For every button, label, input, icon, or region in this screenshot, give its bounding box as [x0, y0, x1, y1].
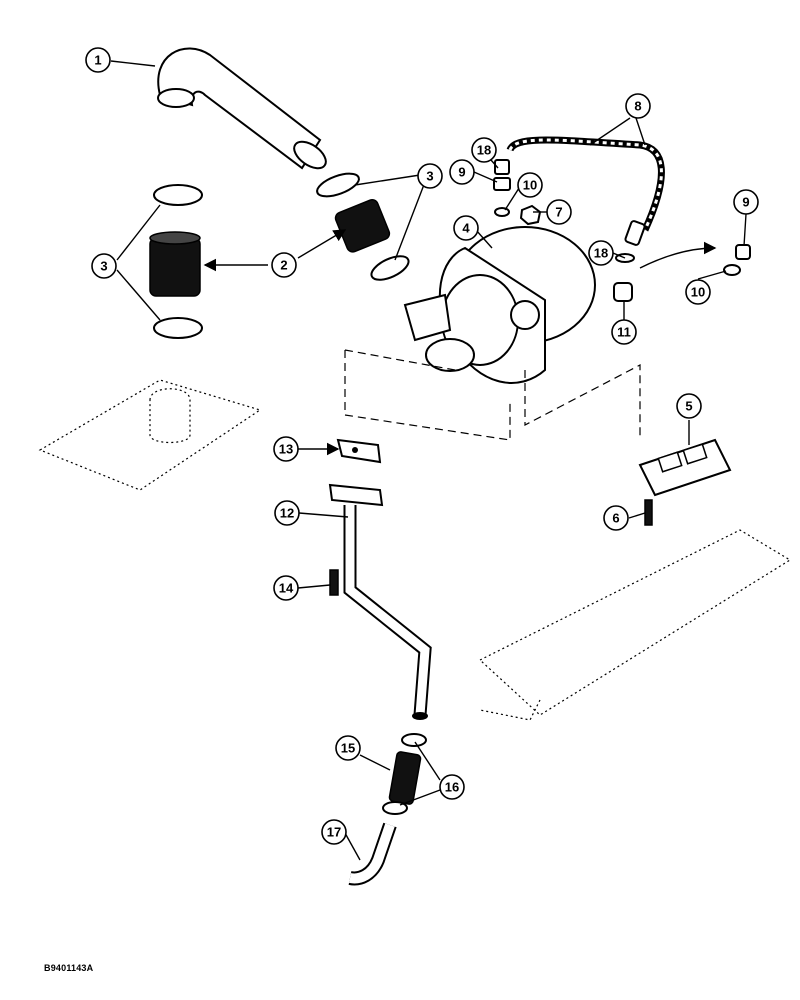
svg-text:6: 6 — [612, 511, 619, 526]
part-8-oil-supply-line — [506, 136, 665, 246]
svg-text:16: 16 — [445, 780, 459, 795]
svg-text:15: 15 — [341, 741, 355, 756]
part-1-intake-elbow — [157, 47, 327, 170]
assembly-guides — [344, 349, 641, 441]
part-17-elbow — [348, 822, 397, 886]
svg-text:8: 8 — [634, 99, 641, 114]
callout-13: 13 — [273, 436, 299, 462]
svg-text:5: 5 — [685, 399, 692, 414]
svg-text:18: 18 — [477, 143, 491, 158]
callout-8: 8 — [625, 93, 651, 119]
callout-15: 15 — [335, 735, 361, 761]
callout-10-right: 10 — [685, 279, 711, 305]
callout-17: 17 — [321, 819, 347, 845]
svg-text:9: 9 — [742, 195, 749, 210]
callout-18-right: 18 — [588, 240, 614, 266]
engine-block-outline — [38, 379, 262, 491]
callout-16: 16 — [439, 774, 465, 800]
part-2-hose-small — [334, 198, 391, 253]
callout-3-left: 3 — [91, 253, 117, 279]
exhaust-manifold-outline — [478, 529, 792, 721]
svg-text:7: 7 — [555, 205, 562, 220]
callout-4: 4 — [453, 215, 479, 241]
part-14-bolt — [329, 569, 339, 596]
svg-text:18: 18 — [594, 246, 608, 261]
svg-text:17: 17 — [327, 825, 341, 840]
part-4-turbocharger — [403, 226, 596, 384]
part-12-drain-tube — [328, 483, 432, 720]
callout-12: 12 — [274, 500, 300, 526]
callout-10-left: 10 — [517, 172, 543, 198]
callout-6: 6 — [603, 505, 629, 531]
svg-text:4: 4 — [462, 221, 470, 236]
callout-1: 1 — [85, 47, 111, 73]
callout-3-right: 3 — [417, 163, 443, 189]
part-5-gasket — [638, 438, 732, 497]
svg-text:14: 14 — [279, 581, 294, 596]
callout-11: 11 — [611, 319, 637, 345]
svg-text:9: 9 — [458, 165, 465, 180]
svg-text:12: 12 — [280, 506, 294, 521]
svg-text:3: 3 — [100, 259, 107, 274]
callout-9-right: 9 — [733, 189, 759, 215]
part-2-hose-large — [149, 231, 201, 297]
callout-7: 7 — [546, 199, 572, 225]
svg-text:1: 1 — [94, 53, 101, 68]
figure-code: B9401143A — [44, 963, 94, 973]
callout-9-left: 9 — [449, 159, 475, 185]
part-6-stud — [644, 499, 653, 526]
part-15-hose — [388, 751, 422, 805]
callout-14: 14 — [273, 575, 299, 601]
svg-text:11: 11 — [617, 325, 631, 340]
part-3-clamps — [153, 172, 410, 339]
callout-18-top: 18 — [471, 137, 497, 163]
svg-text:13: 13 — [279, 442, 293, 457]
svg-text:10: 10 — [691, 285, 705, 300]
svg-text:10: 10 — [523, 178, 537, 193]
svg-text:3: 3 — [426, 169, 433, 184]
callout-5: 5 — [676, 393, 702, 419]
svg-text:2: 2 — [280, 258, 287, 273]
part-13-gasket — [336, 438, 382, 464]
callout-2: 2 — [271, 252, 297, 278]
leader-lines — [110, 60, 747, 861]
part-16-clamps — [382, 733, 427, 815]
